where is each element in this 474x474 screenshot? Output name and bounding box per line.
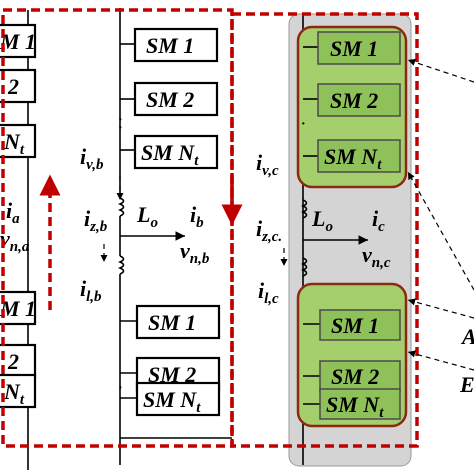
leg-c-lower-inductor: [300, 257, 308, 277]
leg-c-upper-dots: ·: [301, 117, 306, 132]
leg-a-lower-sm1-box: [0, 290, 37, 326]
leg-c-iv-label: iv,c: [256, 150, 279, 179]
right-edge-label-1: A: [460, 324, 474, 349]
leg-b-sm1-box: [133, 27, 219, 63]
leg-c-vn-label: vn,c: [362, 242, 391, 271]
leg-c-iz-label: iz,c.: [256, 216, 282, 245]
annotation-arrows: A E: [407, 58, 474, 397]
leg-c-lower-smn-label: SM Nt: [326, 392, 384, 421]
leg-c-lower-sm2-label: SM 2: [331, 364, 379, 389]
red-loop-ab: [1, 8, 234, 448]
leg-b-lower-smn-box: [135, 381, 221, 417]
leg-b-upper-inductor: [117, 197, 125, 217]
leg-c-sm1-label: SM 1: [330, 36, 378, 61]
leg-a-smn-label: Nt: [3, 129, 25, 158]
leg-c-sm2-label: SM 2: [330, 88, 378, 113]
leg-a-lower-sm2-box: [0, 343, 37, 379]
leg-c-lower-smn-box: [319, 388, 401, 420]
leg-a-sm1-label: M 1: [0, 29, 36, 54]
leg-a: M 1 2 Nt ia vn,a M 1 2 Nt: [0, 10, 37, 470]
leg-c-il-label: il,c: [258, 278, 279, 307]
leg-b-sm2-box: [133, 81, 219, 117]
leg-c-upper-inductor: [300, 199, 308, 219]
annotation-arrow-2: [407, 171, 474, 291]
leg-a-sm2-label: 2: [7, 74, 19, 99]
leg-c-sm1-box: [317, 31, 401, 65]
leg-a-smn-box: [0, 123, 37, 159]
leg-b-lower-sm1-box: [135, 304, 221, 340]
leg-b-smn-box: [133, 134, 219, 170]
leg-a-lower-smn-label: Nt: [3, 379, 25, 408]
red-loop-bc: [230, 12, 419, 448]
leg-a-voltage-label: vn,a: [0, 226, 30, 255]
annotation-arrow-1: [407, 58, 474, 83]
leg-b-lower-smn-label: SM Nt: [143, 387, 201, 416]
leg-b-iv-label: iv,b: [80, 144, 104, 173]
leg-b-upper-dots: ·: [118, 113, 123, 128]
right-edge-label-2: E: [459, 372, 474, 397]
leg-a-lower-sm2-label: 2: [7, 349, 19, 374]
leg-b-sm2-label: SM 2: [146, 87, 194, 112]
leg-b: SM 1 SM 2 · · SM Nt iv,b iz,b Lo ib vn,b…: [80, 8, 232, 465]
leg-c-lower-sm1-label: SM 1: [331, 313, 379, 338]
leg-c-lo-label: Lo: [311, 206, 333, 235]
circulating-current-loops: [1, 8, 419, 448]
leg-b-il-label: il,b: [80, 276, 102, 305]
leg-c-lower-sm1-box: [319, 309, 401, 341]
leg-b-sm1-label: SM 1: [146, 33, 194, 58]
leg-b-iz-label: iz,b: [84, 206, 108, 235]
leg-b-lower-inductor: [117, 255, 125, 275]
leg-a-sm2-box: [0, 68, 37, 104]
leg-b-lo-label: Lo: [136, 202, 158, 231]
leg-b-vn-label: vn,b: [180, 238, 210, 267]
annotation-arrow-3: [407, 298, 474, 319]
leg-a-current-label: ia: [6, 198, 20, 227]
leg-b-ib-label: ib: [190, 202, 204, 231]
leg-c: SM 1 SM 2 · SM Nt iv,c Lo iz,c. ic vn,c …: [256, 14, 408, 465]
leg-c-ic-label: ic: [372, 206, 385, 235]
leg-c-smn-box: [317, 139, 401, 173]
leg-b-lower-sm1-label: SM 1: [148, 310, 196, 335]
leg-a-lower-sm1-label: M 1: [0, 296, 36, 321]
leg-b-upper-dots-2: ·: [118, 121, 123, 136]
leg-c-smn-label: SM Nt: [324, 144, 382, 173]
leg-c-sm2-box: [317, 83, 401, 117]
leg-a-sm1-box: [0, 23, 37, 59]
leg-b-lower-dots: ·: [118, 381, 123, 396]
leg-a-lower-smn-box: [0, 373, 37, 409]
annotation-arrow-4: [407, 350, 474, 371]
leg-b-smn-label: SM Nt: [141, 140, 199, 169]
